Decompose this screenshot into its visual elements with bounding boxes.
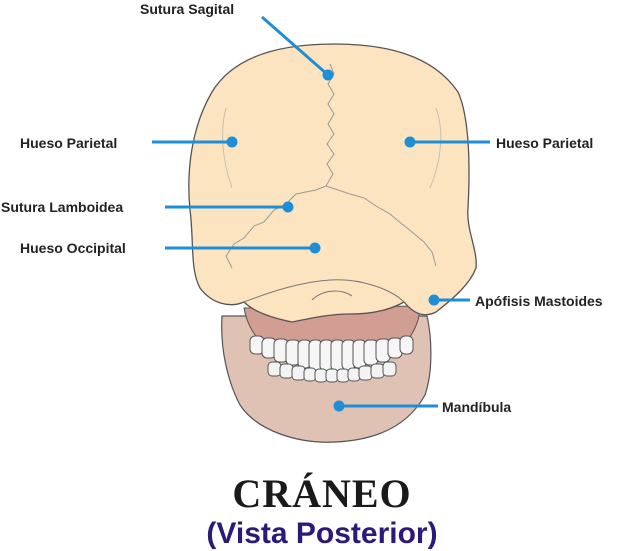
sagittal-suture — [325, 63, 335, 187]
label-hueso-parietal-right: Hueso Parietal — [496, 135, 593, 151]
subtitle: (Vista Posterior) — [206, 517, 437, 550]
label-sutura-lamboidea: Sutura Lamboidea — [1, 199, 123, 215]
label-sutura-sagital: Sutura Sagital — [140, 1, 234, 17]
leader-lines — [152, 15, 490, 412]
lambdoid-suture-right — [325, 185, 437, 267]
lower-teeth — [267, 361, 397, 383]
occipital-base — [311, 290, 353, 301]
upper-teeth — [249, 335, 414, 372]
parietal-curve-right — [429, 107, 442, 189]
label-apofisis-mastoides: Apófisis Mastoides — [475, 293, 603, 309]
parietal-curve-left — [222, 107, 233, 189]
label-hueso-occipital: Hueso Occipital — [20, 240, 126, 256]
nuchal-line — [243, 279, 405, 303]
title: CRÁNEO — [232, 471, 411, 516]
label-hueso-parietal-left: Hueso Parietal — [20, 135, 117, 151]
label-mandibula: Mandíbula — [442, 399, 511, 415]
cranium — [188, 43, 477, 323]
lambdoid-suture — [225, 185, 327, 269]
